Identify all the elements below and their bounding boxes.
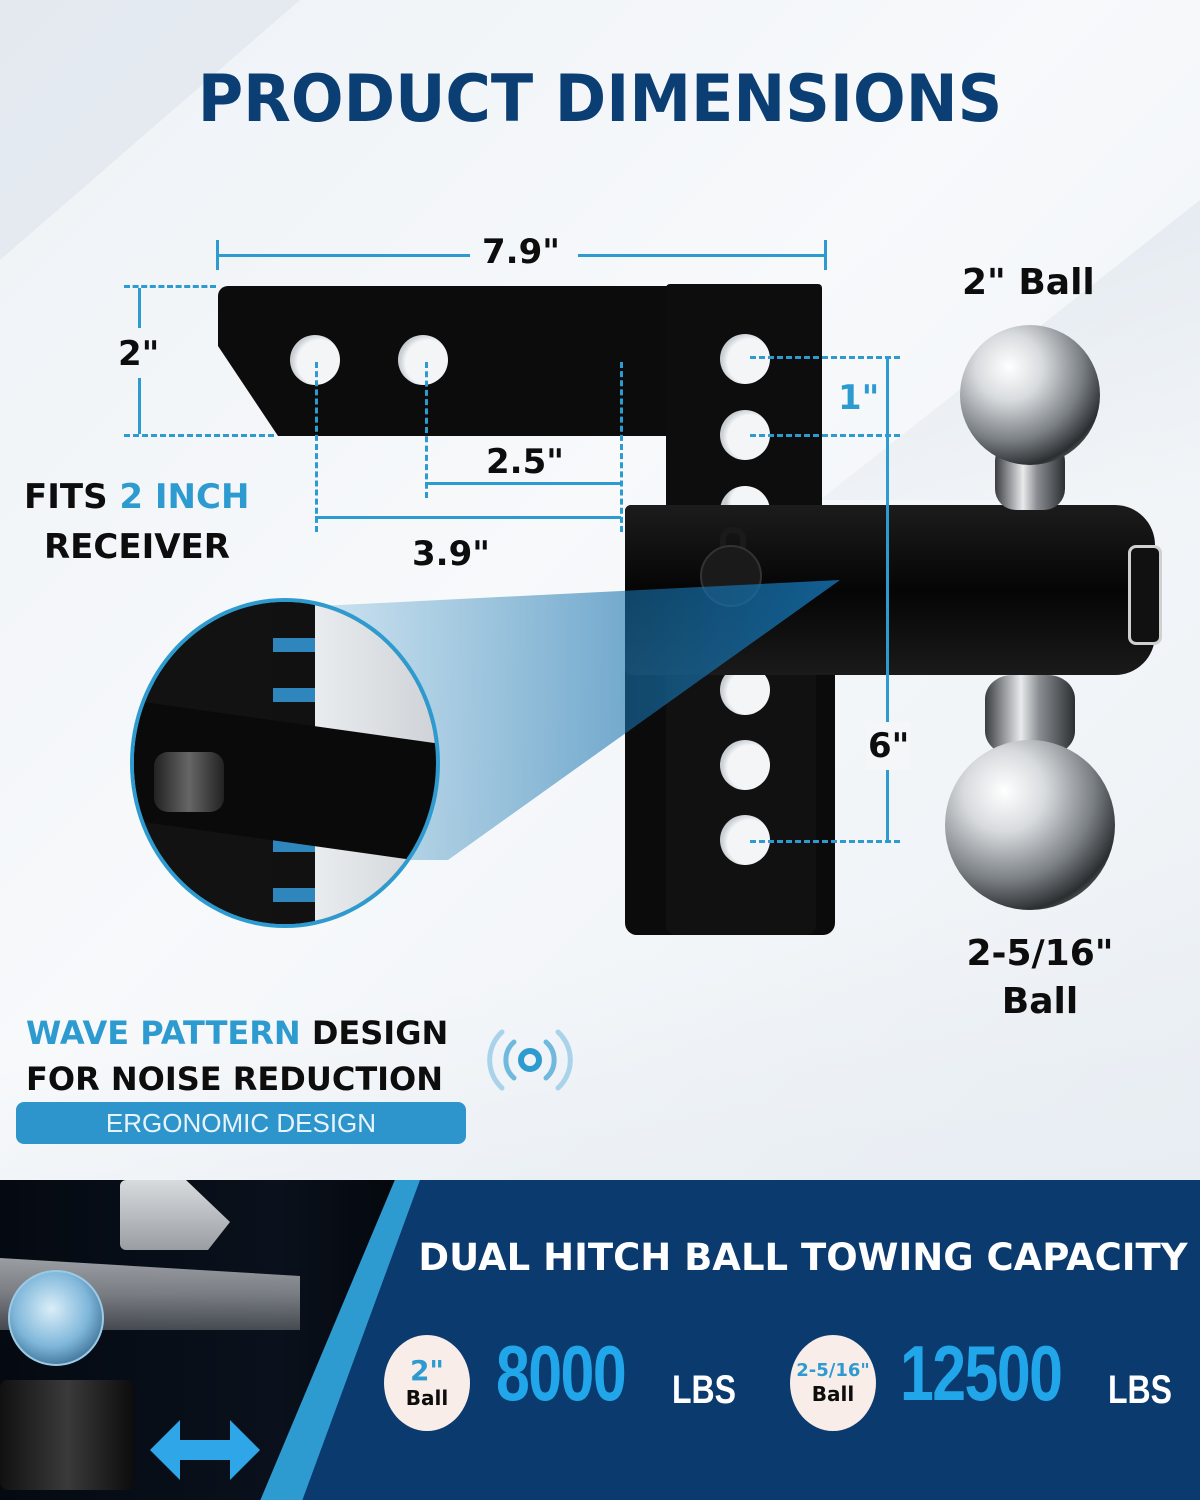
dimension-guide (124, 434, 274, 437)
double-arrow-icon (150, 1420, 260, 1480)
hitch-ball-2-5-16in (945, 740, 1115, 910)
dimension-line-overall (578, 254, 826, 257)
dimension-guide (425, 362, 428, 498)
riser-hole (720, 334, 770, 384)
dimension-line-far (315, 516, 621, 519)
noise-wave-icon (487, 1029, 573, 1091)
dimension-line-spacing (886, 358, 889, 842)
ball-label-top: 2" Ball (962, 262, 1095, 303)
dimension-line-overall (218, 254, 470, 257)
ball-label-bottom-size: 2-5/16" (966, 933, 1114, 974)
capacity-unit: LBS (672, 1368, 736, 1412)
ball-size: 2-5/16" (796, 1360, 870, 1381)
ball-label-bottom: 2-5/16" Ball (950, 930, 1130, 1026)
hitch-ball-2in (960, 325, 1100, 465)
dimension-drop-rise: 6" (866, 722, 912, 770)
page-title: PRODUCT DIMENSIONS (197, 60, 1003, 137)
ball-size: 2" (409, 1354, 445, 1387)
ball-size-badge: 2" Ball (384, 1335, 470, 1431)
hitch-riser (666, 284, 822, 520)
dimension-hole-spacing: 1" (838, 378, 880, 418)
background-facet (0, 0, 300, 260)
dimension-guide (620, 362, 623, 532)
closeup-pin-knob (154, 752, 224, 812)
wave-rest: DESIGN (311, 1014, 449, 1052)
wave-line2: FOR NOISE REDUCTION (26, 1060, 444, 1098)
wave-highlight: WAVE PATTERN (26, 1014, 301, 1052)
dimension-hole-near: 2.5" (486, 442, 564, 482)
mini-platform (0, 1380, 135, 1490)
pin-hole (398, 335, 448, 385)
dimension-shank-height: 2" (118, 334, 160, 374)
dimension-line-near (425, 482, 621, 485)
fits-suffix: RECEIVER (44, 527, 230, 567)
dimension-hole-far: 3.9" (412, 534, 490, 574)
coupler-lever (120, 1180, 230, 1250)
ergonomic-design-badge: ERGONOMIC DESIGN (16, 1102, 466, 1144)
dimension-guide (750, 356, 900, 359)
dimension-tick (216, 240, 219, 270)
hitch-pin-loop (720, 527, 746, 557)
ball-word: Ball (811, 1382, 855, 1406)
wave-pattern-closeup (130, 598, 440, 928)
capacity-value: 8000 (496, 1329, 627, 1417)
dimension-tick (824, 240, 827, 270)
ball-size-badge: 2-5/16" Ball (790, 1335, 876, 1431)
fits-receiver-text: FITS 2 INCH RECEIVER (24, 472, 249, 572)
riser-hole (720, 740, 770, 790)
dimension-guide (750, 434, 900, 437)
dimension-line-height (138, 378, 141, 434)
dimension-guide (315, 362, 318, 532)
highlighted-ball (8, 1270, 104, 1366)
wave-pattern-text: WAVE PATTERN DESIGN FOR NOISE REDUCTION (26, 1010, 448, 1102)
fits-prefix: FITS (24, 477, 108, 517)
fits-highlight: 2 INCH (119, 477, 250, 517)
brand-logo-badge (1128, 545, 1162, 645)
dimension-guide (124, 285, 216, 288)
capacity-unit: LBS (1108, 1368, 1172, 1412)
towing-capacity-banner (0, 1180, 1200, 1500)
capacity-value: 12500 (900, 1329, 1063, 1417)
dimension-overall-length: 7.9" (482, 232, 560, 272)
ball-word: Ball (405, 1386, 449, 1410)
ball-label-bottom-word: Ball (1001, 981, 1079, 1022)
dimension-guide (750, 840, 900, 843)
dimension-line-height (138, 288, 141, 328)
capacity-title: DUAL HITCH BALL TOWING CAPACITY (418, 1236, 1188, 1279)
